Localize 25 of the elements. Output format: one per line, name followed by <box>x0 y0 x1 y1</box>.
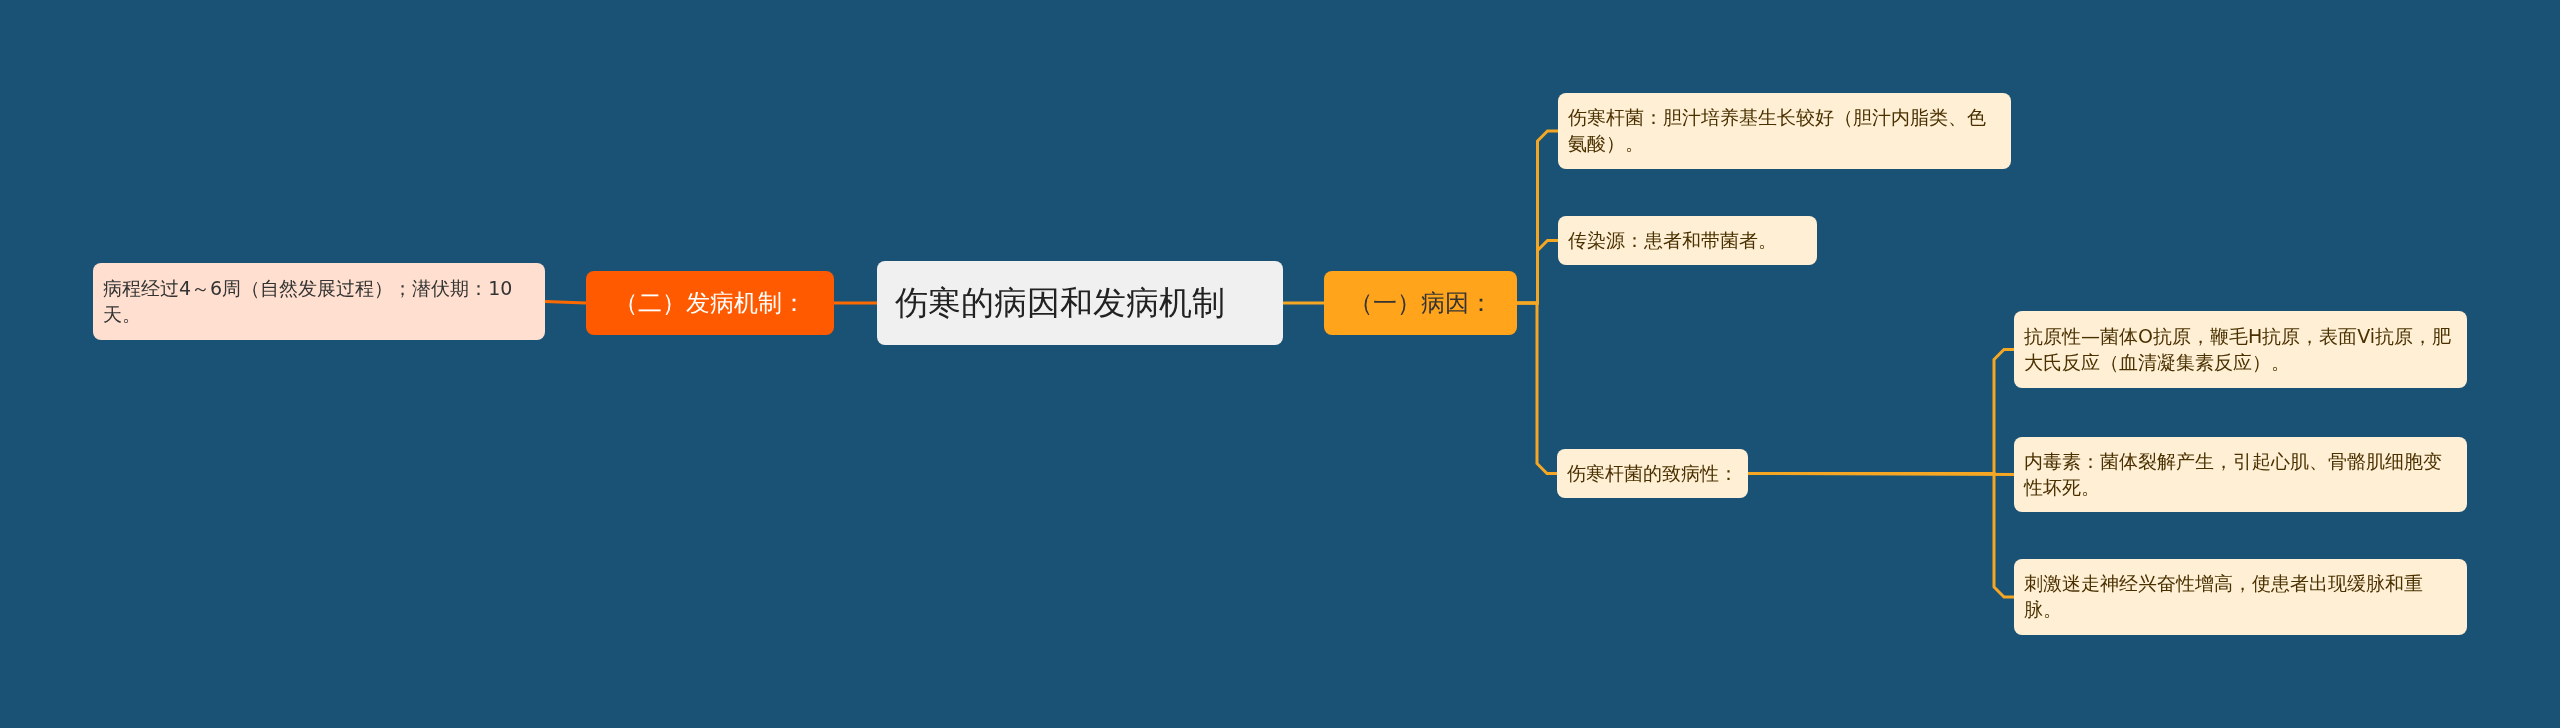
topic-card <box>93 263 545 340</box>
topic-text: 传染源：患者和带菌者。 <box>1568 227 1777 253</box>
topic-text: 伤寒的病因和发病机制 <box>895 281 1225 324</box>
connector-line <box>544 300 587 305</box>
topic-text: （一）病因： <box>1348 287 1493 319</box>
connector-line <box>1748 472 2014 599</box>
connector-line <box>1283 301 1324 305</box>
topic-card <box>1558 216 1817 265</box>
topic-card <box>1558 93 2011 169</box>
topic-text: 内毒素：菌体裂解产生，引起心肌、骨骼肌细胞变性坏死。 <box>2024 448 2443 500</box>
topic-text: 伤寒杆菌：胆汁培养基生长较好（胆汁内脂类、色氨酸）。 <box>1568 105 1987 156</box>
topic-card <box>2014 311 2467 388</box>
topic-text: 伤寒杆菌的致病性： <box>1567 460 1738 486</box>
topic-card <box>1557 449 1748 498</box>
topic-text: （二）发病机制： <box>614 287 806 319</box>
topic-text: 刺激迷走神经兴奋性增高，使患者出现缓脉和重脉。 <box>2024 571 2424 622</box>
branch-topic <box>1324 271 1517 335</box>
connector-line <box>834 301 877 305</box>
central-topic <box>877 261 1283 345</box>
topic-card <box>2014 559 2467 635</box>
topic-text: 病程经过4～6周（自然发展过程）；潜伏期：10天。 <box>103 275 514 327</box>
connector-line <box>1517 301 1557 475</box>
topic-card <box>2014 437 2467 512</box>
branch-topic <box>586 271 834 335</box>
topic-text: 抗原性—菌体O抗原，鞭毛H抗原，表面Vi抗原，肥大氏反应（血清凝集素反应）。 <box>2024 323 2453 375</box>
